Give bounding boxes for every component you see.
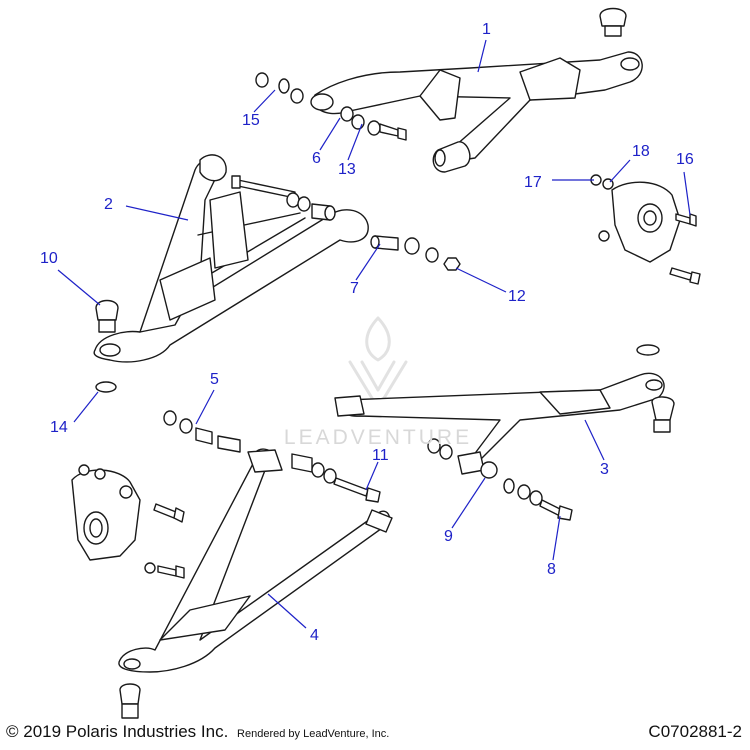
leader-3 [584, 419, 605, 461]
copyright-text: © 2019 Polaris Industries Inc. [6, 722, 229, 741]
leader-9 [451, 477, 486, 529]
leader-18 [609, 159, 631, 183]
leader-7 [355, 243, 381, 281]
leader-6 [319, 117, 341, 151]
steering-knuckle-left [71, 464, 185, 579]
watermark-logo [348, 316, 408, 410]
leader-1 [477, 39, 487, 73]
callout-16: 16 [676, 151, 694, 168]
leader-2 [125, 205, 189, 221]
leader-13 [347, 123, 363, 161]
leader-8 [552, 515, 561, 561]
leader-5 [195, 389, 215, 425]
leader-16 [683, 171, 691, 216]
callout-9: 9 [444, 528, 453, 545]
callout-6: 6 [312, 150, 321, 167]
rendered-by-text: Rendered by LeadVenture, Inc. [237, 728, 390, 740]
callout-12: 12 [508, 288, 526, 305]
callout-13: 13 [338, 161, 356, 178]
diagram-code: C0702881-2 [648, 722, 742, 741]
callout-15: 15 [242, 112, 260, 129]
callout-4: 4 [310, 627, 319, 644]
callout-10: 10 [40, 250, 58, 267]
callout-5: 5 [210, 371, 219, 388]
callout-8: 8 [547, 561, 556, 578]
footer-copyright-block: © 2019 Polaris Industries Inc. Rendered … [6, 722, 389, 742]
callout-17: 17 [524, 174, 542, 191]
upper-a-arm-rear [255, 7, 643, 173]
callout-11: 11 [372, 447, 389, 464]
watermark-text: LEADVENTURE [283, 426, 473, 449]
leader-11 [365, 461, 379, 491]
callout-7: 7 [350, 280, 359, 297]
callout-2: 2 [104, 196, 113, 213]
lower-rear-arm [334, 344, 675, 521]
callout-3: 3 [600, 461, 609, 478]
leader-15 [253, 89, 276, 113]
callout-14: 14 [50, 419, 68, 436]
callout-18: 18 [632, 143, 650, 160]
upper-a-arm-front [93, 154, 461, 393]
lower-front-a-arm [118, 410, 393, 719]
steering-knuckle-right [590, 174, 701, 285]
leader-4 [267, 593, 307, 629]
leader-12 [455, 267, 507, 293]
callout-1: 1 [482, 21, 491, 38]
leader-10 [57, 269, 101, 306]
leader-14 [73, 391, 99, 423]
